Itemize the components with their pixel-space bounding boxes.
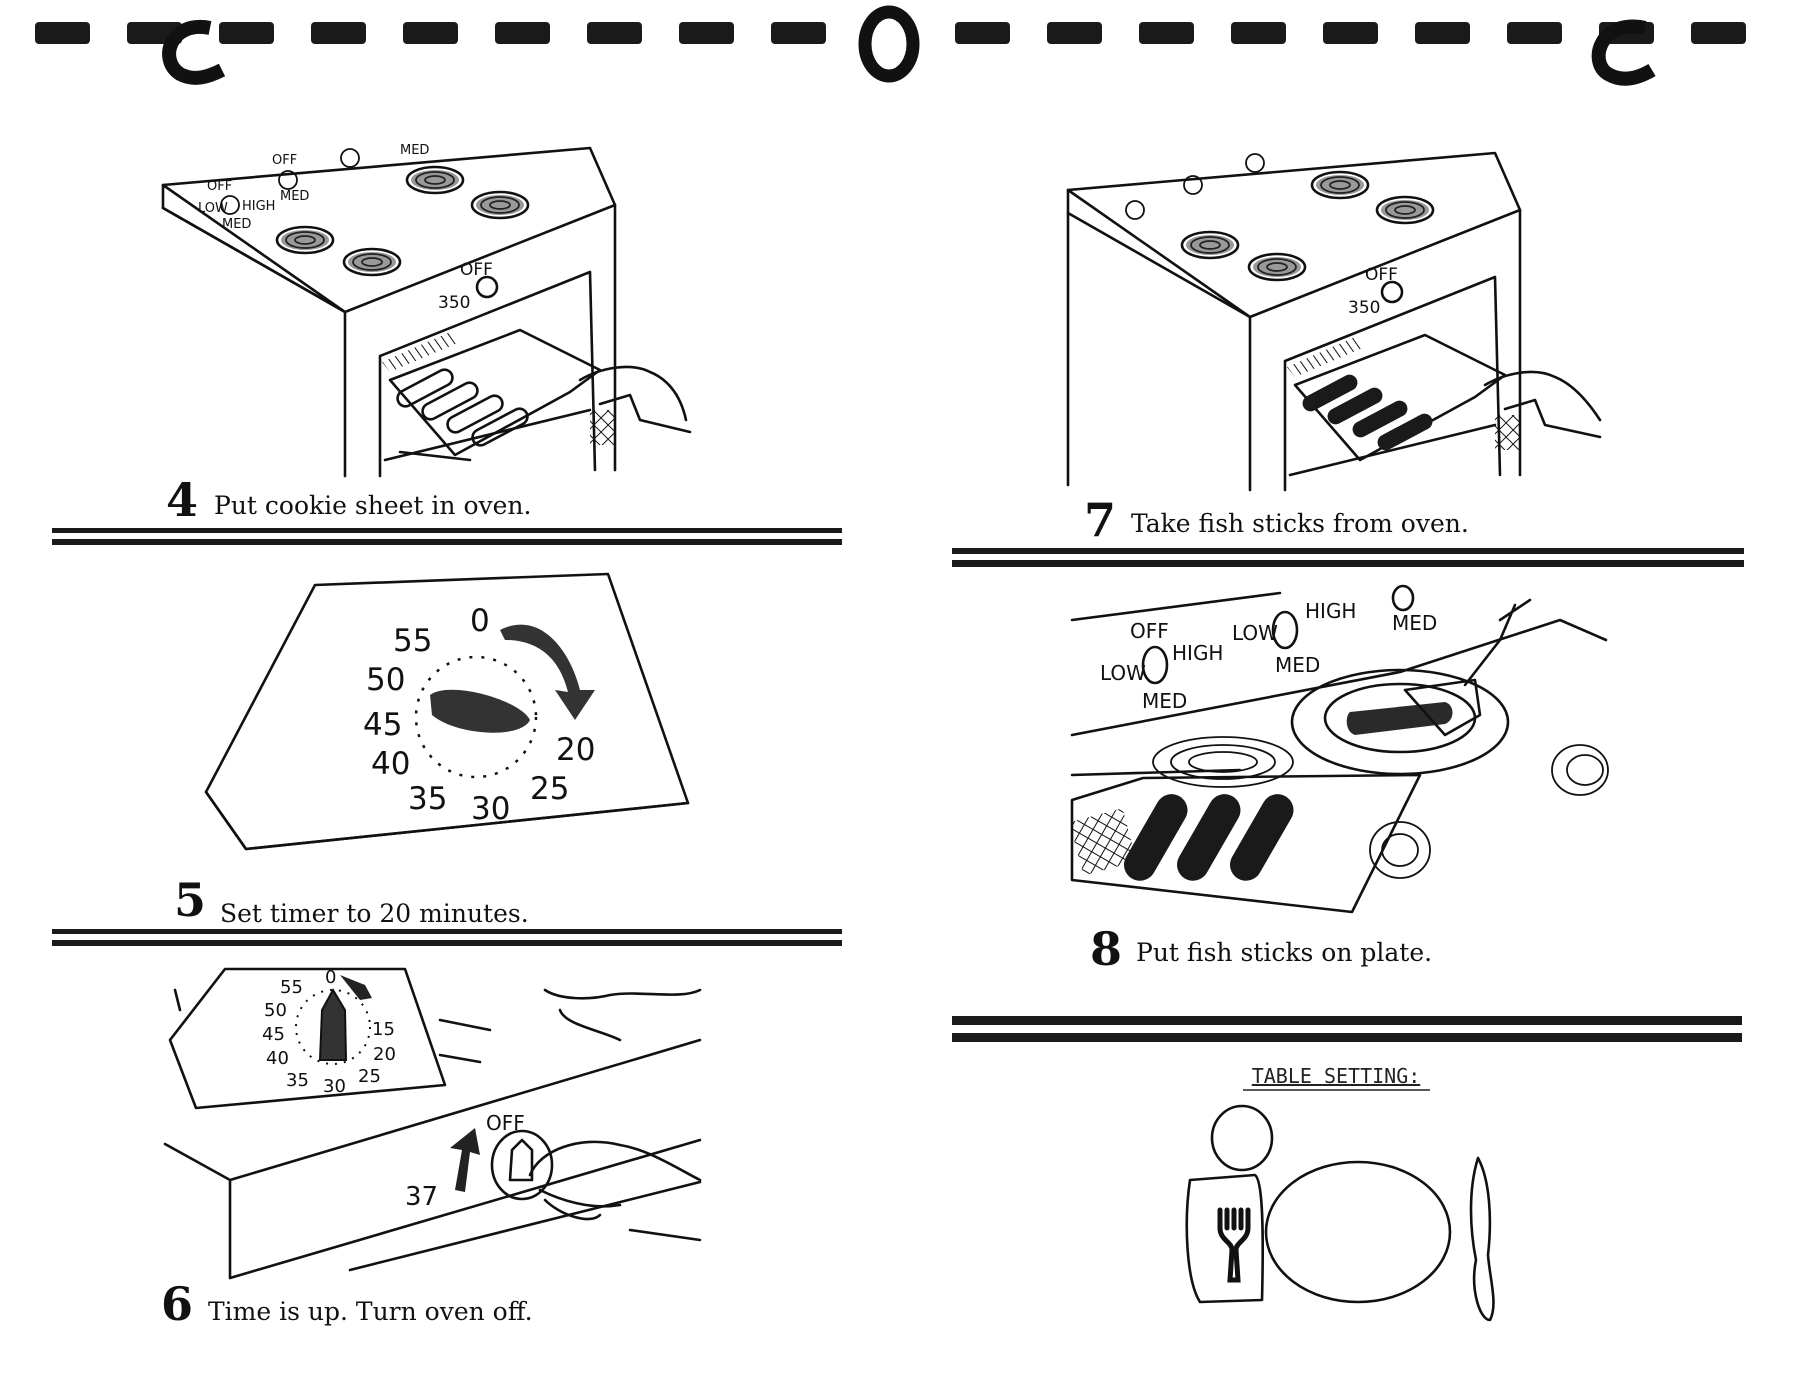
binder-hole-left <box>162 19 226 85</box>
dial-number: 15 <box>372 1019 395 1040</box>
divider-rule <box>52 528 842 545</box>
dial-number: 55 <box>393 623 432 659</box>
step-number: 7 <box>1084 493 1116 547</box>
dial-number: 20 <box>556 732 595 768</box>
knob-label: OFF <box>272 153 297 168</box>
dial-number: 30 <box>471 791 510 827</box>
dial-number: 20 <box>373 1044 396 1065</box>
dial-number: 35 <box>286 1070 309 1091</box>
plate-icon <box>1264 1160 1452 1304</box>
binder-dash <box>1047 22 1102 44</box>
dial-number: 45 <box>363 707 402 743</box>
knife-icon <box>1469 1156 1495 1322</box>
dial-number: 45 <box>262 1024 285 1045</box>
divider-rule <box>952 1016 1742 1042</box>
oven-temp-label: 350 <box>1348 298 1380 318</box>
binder-dash <box>1507 22 1562 44</box>
dial-number: 40 <box>266 1048 289 1069</box>
dial-number: 25 <box>358 1066 381 1087</box>
oven-off-label: OFF <box>1365 265 1398 285</box>
step-caption: Take fish sticks from oven. <box>1131 509 1469 538</box>
fork-icon <box>1217 1207 1251 1283</box>
binder-dash <box>771 22 826 44</box>
oven-off-label: OFF <box>460 260 493 280</box>
binder-dash <box>1323 22 1378 44</box>
dial-number: 0 <box>325 967 336 988</box>
binder-dash <box>311 22 366 44</box>
dial-number: 40 <box>371 746 410 782</box>
step-caption: Set timer to 20 minutes. <box>220 899 529 928</box>
binder-strip <box>35 5 1746 86</box>
binder-dash <box>1231 22 1286 44</box>
binder-dash <box>1139 22 1194 44</box>
table-setting-label: TABLE SETTING: <box>1252 1064 1421 1088</box>
divider-rule <box>52 929 842 946</box>
step-number: 8 <box>1090 922 1122 976</box>
dial-number: 30 <box>323 1076 346 1097</box>
dial-number: 0 <box>470 603 490 639</box>
knob-label: MED <box>280 189 309 204</box>
binder-dash <box>35 22 90 44</box>
step-number: 5 <box>174 873 206 927</box>
binder-dash <box>403 22 458 44</box>
binder-dash <box>1415 22 1470 44</box>
knob-label: HIGH <box>1172 641 1223 665</box>
glass-icon <box>1210 1104 1274 1172</box>
step-number: 4 <box>166 473 198 527</box>
binder-dash <box>587 22 642 44</box>
knob-label: HIGH <box>1305 599 1356 623</box>
stove-illustration-step-4: OFF LOW HIGH MED OFF MED MED OFF 350 <box>161 143 692 478</box>
oven-temp-label: 350 <box>438 293 470 313</box>
knob-label: MED <box>1392 611 1437 635</box>
kitchen-timer-illustration: 0 55 50 45 40 35 30 25 20 <box>204 572 690 851</box>
step-caption: Put fish sticks on plate. <box>1136 938 1432 967</box>
oven-temp-label: 37 <box>405 1182 438 1212</box>
binder-dash <box>679 22 734 44</box>
knob-label: MED <box>400 143 429 158</box>
binder-hole-center <box>858 5 920 83</box>
dial-number: 25 <box>530 771 569 807</box>
fish-sticks-on-plate-illustration: OFF LOW HIGH MED LOW HIGH MED MED <box>1069 584 1609 914</box>
table-setting-diagram <box>1185 1104 1495 1322</box>
knob-label: HIGH <box>242 199 275 214</box>
dial-number: 50 <box>366 662 405 698</box>
knob-label: MED <box>222 217 251 232</box>
knob-label: LOW <box>1100 661 1146 685</box>
binder-dash <box>1691 22 1746 44</box>
stove-illustration-step-7: OFF 350 <box>1066 151 1602 492</box>
knob-label: MED <box>1275 653 1320 677</box>
dial-number: 55 <box>280 977 303 998</box>
oven-off-label: OFF <box>486 1111 525 1135</box>
step-caption: Time is up. Turn oven off. <box>208 1297 533 1326</box>
knob-label: OFF <box>1130 619 1169 643</box>
step-number: 6 <box>161 1277 193 1331</box>
binder-dash <box>219 22 274 44</box>
binder-hole-right <box>1591 19 1656 86</box>
knob-label: MED <box>1142 689 1187 713</box>
knob-label: LOW <box>1232 621 1278 645</box>
binder-dash <box>955 22 1010 44</box>
knob-label: LOW <box>198 201 228 216</box>
dial-number: 50 <box>264 1000 287 1021</box>
divider-rule <box>952 548 1744 567</box>
step-caption: Put cookie sheet in oven. <box>214 491 531 520</box>
dial-number: 35 <box>408 781 447 817</box>
turn-oven-off-illustration: 0 55 50 45 40 35 30 25 20 15 OFF 37 <box>163 967 702 1280</box>
binder-dash <box>495 22 550 44</box>
knob-label: OFF <box>207 179 232 194</box>
napkin-icon <box>1185 1173 1265 1304</box>
